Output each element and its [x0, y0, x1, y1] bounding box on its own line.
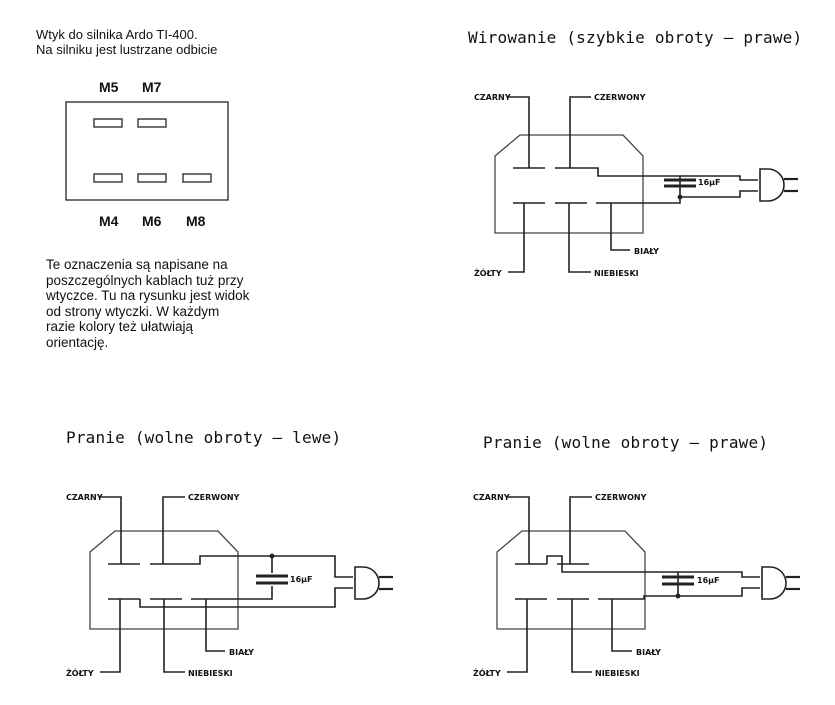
note-line: Te oznaczenia są napisane na — [46, 257, 228, 272]
connector-pin-m8 — [182, 173, 212, 183]
wire-black — [508, 96, 530, 168]
wire-red-to-cap — [587, 167, 681, 197]
connector-face — [65, 101, 229, 201]
wire-red — [162, 496, 185, 564]
motor-outline — [496, 530, 646, 630]
label-capacitor: 16µF — [290, 575, 312, 584]
motor-outline — [89, 530, 239, 630]
note-line: od strony wtyczki. W każdym — [46, 303, 220, 319]
label-white: BIAŁY — [634, 247, 659, 256]
label-yellow: ŻÓŁTY — [473, 667, 501, 678]
wire-to-plug-lower — [628, 190, 758, 204]
label-blue: NIEBIESKI — [188, 669, 233, 678]
connector-pin-m7 — [137, 118, 167, 128]
wire-to-plug-lower — [630, 587, 760, 600]
wire-red-to-cap — [182, 555, 273, 573]
wire-to-plug-upper — [272, 555, 353, 578]
label-red: CZERWONY — [595, 493, 647, 502]
wire-to-plug-lower — [139, 587, 353, 608]
plug-icon — [758, 167, 800, 203]
wire-black — [100, 496, 122, 564]
label-blue: NIEBIESKI — [595, 669, 640, 678]
pin-label-m7: M7 — [142, 79, 162, 95]
diagram-wash-left: CZARNY CZERWONY ŻÓŁTY NIEBIESKI BIAŁY 16… — [66, 493, 395, 678]
wire-red — [569, 496, 592, 564]
wire-white — [611, 599, 632, 652]
pin-label-m8: M8 — [186, 213, 206, 229]
plug-icon — [353, 565, 395, 601]
intro-line-1: Wtyk do silnika Ardo TI-400. — [36, 27, 198, 42]
label-yellow: ŻÓŁTY — [474, 267, 502, 278]
note-line: orientację. — [46, 334, 109, 350]
diagram-title-wash-right: Pranie (wolne obroty – prawe) — [483, 433, 769, 452]
wire-blue — [163, 599, 185, 673]
diagram-title-spin-right: Wirowanie (szybkie obroty – prawe) — [468, 28, 803, 47]
diagram-wash-right: CZARNY CZERWONY ŻÓŁTY NIEBIESKI BIAŁY 16… — [473, 493, 802, 678]
pin-label-m6: M6 — [142, 213, 162, 229]
connector-pin-m6 — [137, 173, 167, 183]
label-black: CZARNY — [66, 493, 103, 502]
wire-yellow — [508, 203, 525, 273]
wire-white — [610, 203, 630, 251]
label-black: CZARNY — [474, 93, 511, 102]
orientation-note: Te oznaczenia są napisane na poszczególn… — [46, 257, 296, 350]
note-line: razie kolory też ułatwiają — [46, 319, 194, 334]
label-white: BIAŁY — [636, 648, 661, 657]
label-white: BIAŁY — [229, 648, 254, 657]
wire-yellow — [507, 599, 528, 673]
wire-to-plug-upper — [680, 175, 758, 181]
intro-line-2: Na silniku jest lustrzane odbicie — [36, 42, 218, 57]
label-blue: NIEBIESKI — [594, 269, 639, 278]
wire-blue — [568, 203, 591, 273]
label-capacitor: 16µF — [697, 576, 719, 585]
label-red: CZERWONY — [188, 493, 240, 502]
label-yellow: ŻÓŁTY — [66, 667, 94, 678]
wire-white — [205, 599, 225, 652]
wire-red — [569, 96, 591, 168]
connector-pin-m4 — [93, 173, 123, 183]
motor-outline — [494, 134, 644, 234]
pin-label-m4: M4 — [99, 213, 119, 229]
wire-blue — [571, 599, 592, 673]
plug-icon — [760, 565, 802, 601]
wire-black — [507, 496, 530, 564]
junction-dot — [677, 194, 683, 200]
intro-text: Wtyk do silnika Ardo TI-400. Na silniku … — [36, 27, 217, 57]
pin-label-m5: M5 — [99, 79, 119, 95]
connector-pin-m5 — [93, 118, 123, 128]
junction-dot — [675, 593, 681, 599]
label-red: CZERWONY — [594, 93, 646, 102]
label-black: CZARNY — [473, 493, 510, 502]
wire-to-cap-lower — [223, 586, 273, 600]
wire-black-to-cap — [546, 555, 679, 596]
wire-yellow — [100, 599, 121, 673]
label-capacitor: 16µF — [698, 178, 720, 187]
note-line: wtyczce. Tu na rysunku jest widok — [46, 288, 250, 303]
diagram-title-wash-left: Pranie (wolne obroty – lewe) — [66, 428, 342, 447]
diagram-spin-right: CZARNY CZERWONY ŻÓŁTY NIEBIESKI BIAŁY 16… — [474, 93, 800, 278]
wire-to-plug-upper — [678, 571, 760, 578]
junction-dot — [269, 553, 275, 559]
note-line: poszczególnych kablach tuż przy — [46, 272, 244, 288]
